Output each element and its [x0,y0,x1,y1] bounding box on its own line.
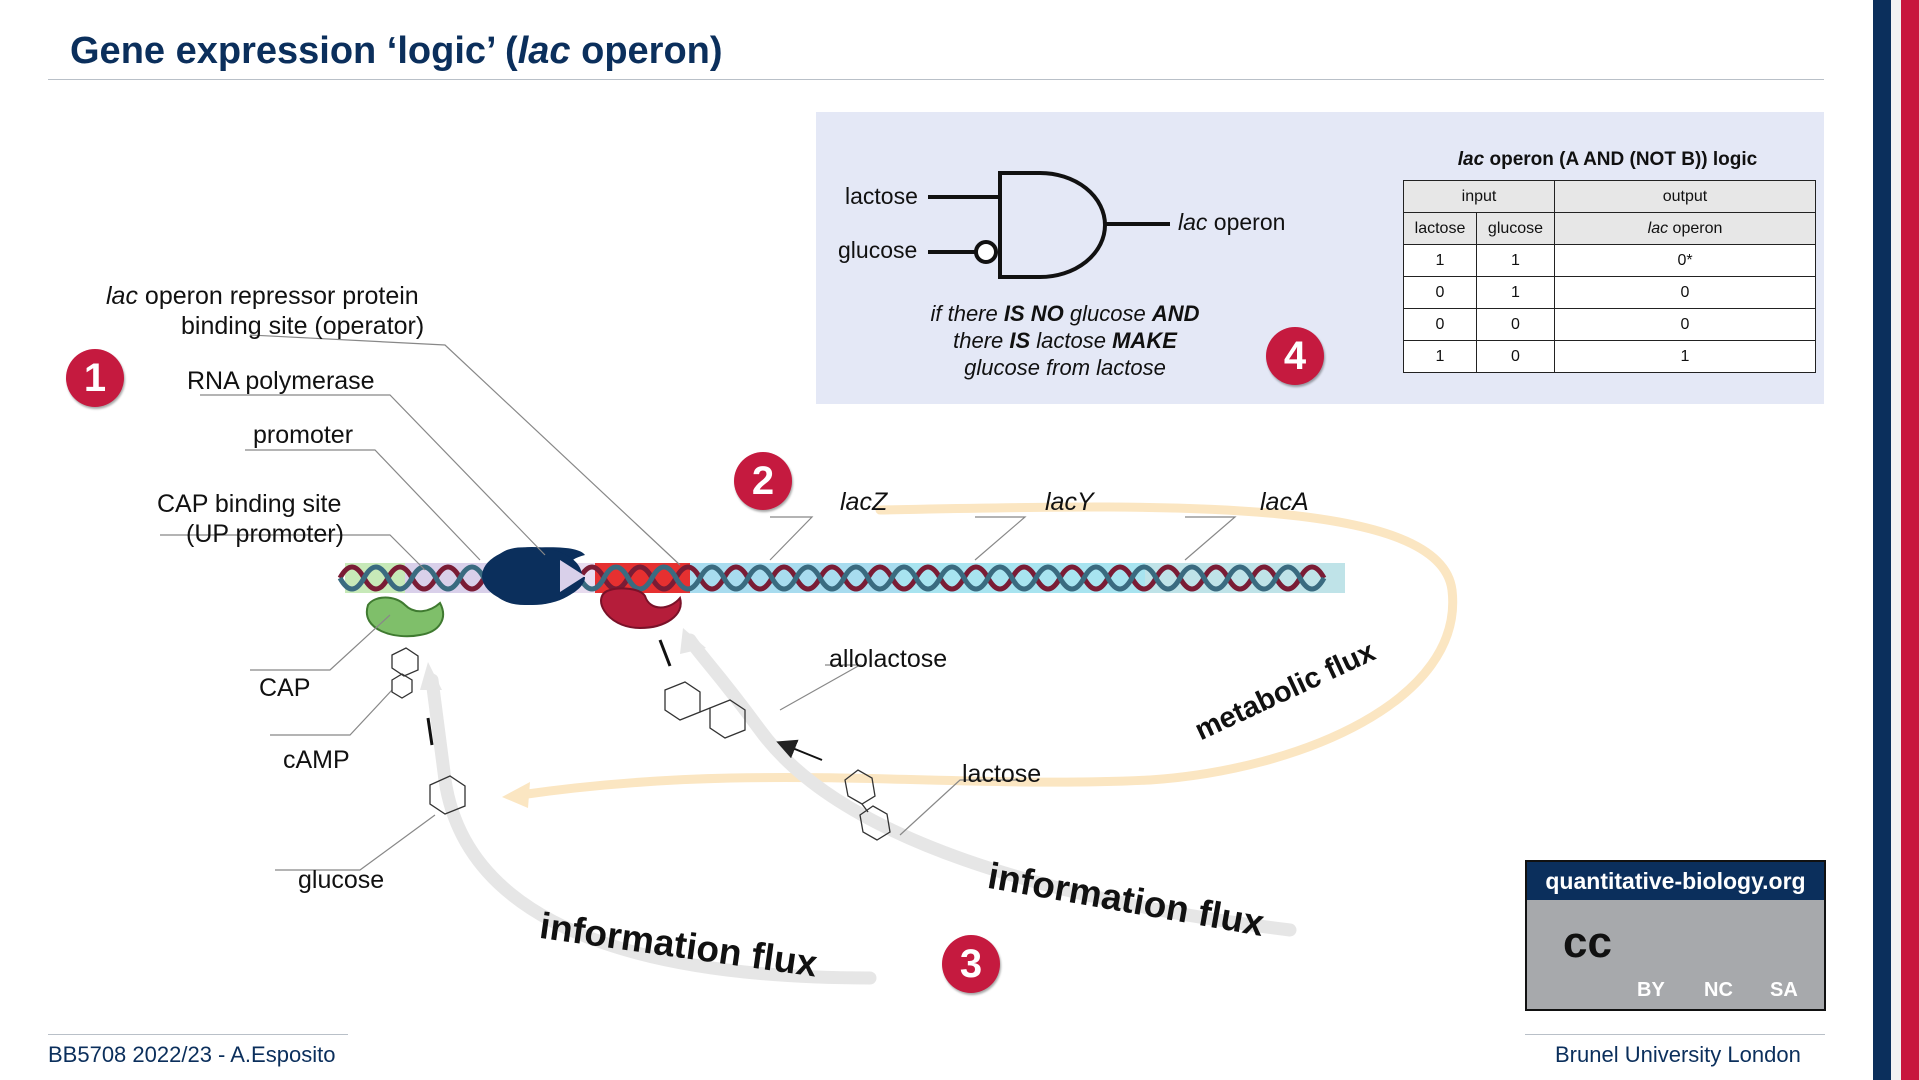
lactose-label: lactose [962,760,1042,788]
truth-table-title: lac operon (A AND (NOT B)) logic [1457,149,1758,170]
gate-input-glucose: glucose [838,237,918,263]
table-cell: 0 [1554,308,1816,341]
information-flux-arrow-right [683,633,1297,937]
license-badge[interactable]: quantitative-biology.org cc BY NC SA [1525,860,1826,1011]
cc-text: cc [1563,918,1612,967]
title-divider [48,79,1824,80]
repressor-protein [600,587,682,630]
table-cell: 0 [1476,308,1555,341]
gate-input-lactose: lactose [845,183,918,209]
molecule-sketches [391,647,891,841]
lacz-label: lacZ [840,488,888,516]
badge-1: 1 [66,349,124,407]
license-nc: NC [1704,979,1733,1001]
allolactose-label: allolactose [829,645,948,673]
footer-left-divider [48,1034,348,1035]
lacy-label: lacY [1045,488,1094,516]
cap-site-label-1: CAP binding site [157,490,342,518]
repressor-label-2: binding site (operator) [181,312,425,340]
truth-table-output-header: output [1554,180,1816,213]
metabolic-flux-arrow [515,502,1458,800]
table-cell: 1 [1476,276,1555,309]
truth-table-col-glucose: glucose [1476,212,1555,245]
badge-3: 3 [942,935,1000,993]
cap-protein [365,596,445,638]
navy-stripe [1873,0,1891,1080]
footer-university: Brunel University London [1555,1042,1801,1067]
gate-output-label: lac operon [1178,209,1286,235]
table-cell: 0 [1403,276,1477,309]
license-body [1527,900,1824,1009]
information-flux-arrowhead-right [680,628,706,654]
leader-lines [160,334,1237,871]
repressor-label-1: lac operon repressor protein [106,282,419,310]
truth-table-input-header: input [1403,180,1555,213]
truth-table-col-output: lac operon [1554,212,1816,245]
table-cell: 1 [1403,340,1477,373]
table-cell: 0 [1554,276,1816,309]
information-flux-arrow-left [425,673,877,985]
glucose-label: glucose [298,866,385,894]
logic-description: if there IS NO glucose AND there IS lact… [930,301,1200,380]
camp-label: cAMP [283,746,350,774]
red-stripe [1901,0,1919,1080]
information-flux-arrowhead-left [420,662,442,690]
cap-site-label-2: (UP promoter) [186,520,344,548]
and-gate [928,171,1170,279]
rna-polymerase-notch [560,560,585,592]
license-url[interactable]: quantitative-biology.org [1527,862,1824,900]
inhibit-mark-cap [426,717,434,746]
truth-table-col-lactose: lactose [1403,212,1477,245]
inhibit-mark-repressor [658,639,672,667]
white-stripe [1891,0,1901,1080]
metabolic-flux-arrowhead [502,782,530,808]
laca-label: lacA [1260,488,1309,516]
slide-title: Gene expression ‘logic’ (lac operon) [70,30,723,72]
footer-right-divider [1525,1034,1825,1035]
cap-label: CAP [259,674,311,702]
rna-polymerase-body [482,547,582,605]
license-sa: SA [1770,979,1798,1001]
table-cell: 1 [1554,340,1816,373]
table-cell: 1 [1476,244,1555,277]
license-by: BY [1637,979,1665,1001]
lactose-to-allolactose-arrow [776,739,823,761]
table-cell: 1 [1403,244,1477,277]
footer-course: BB5708 2022/23 - A.Esposito [48,1042,336,1067]
table-cell: 0 [1476,340,1555,373]
table-cell: 0 [1403,308,1477,341]
truth-table: input output lactose glucose lac operon … [1403,180,1816,373]
rna-polymerase-label: RNA polymerase [187,367,375,395]
badge-4: 4 [1266,327,1324,385]
badge-2: 2 [734,452,792,510]
table-cell: 0* [1554,244,1816,277]
promoter-label: promoter [253,421,354,449]
